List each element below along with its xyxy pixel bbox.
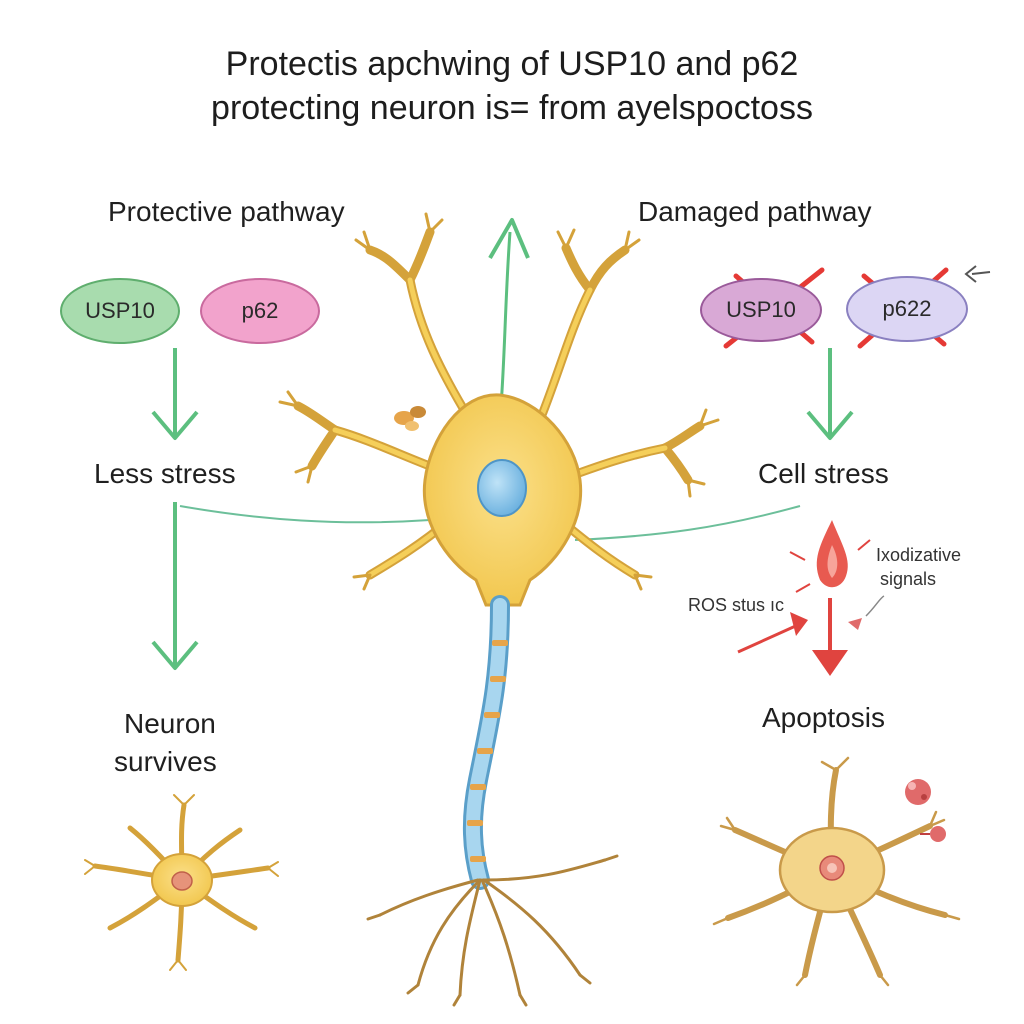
usp10-protective-pill: USP10	[60, 278, 180, 344]
oxidative-flame-icon	[789, 520, 871, 593]
title-line-2: protecting neuron is= from ayelspoctoss	[211, 89, 813, 127]
apoptotic-neuron	[712, 756, 961, 987]
myelin-nodes	[467, 640, 508, 862]
less-stress-label: Less stress	[94, 458, 236, 489]
nucleus	[477, 459, 527, 517]
protein-cluster	[394, 406, 426, 431]
neuron-survives-line-2: survives	[114, 746, 217, 777]
axon-terminal	[366, 854, 619, 1007]
apoptosis-label: Apoptosis	[762, 702, 885, 733]
p62-damaged-pill: p622	[846, 276, 968, 342]
usp10-damaged-pill: USP10	[700, 278, 822, 342]
protective-arrow-2	[151, 502, 199, 670]
ros-arrow-icon	[737, 595, 885, 654]
central-neuron	[179, 212, 801, 1007]
protective-arrow-1	[151, 348, 199, 440]
damaged-arrow-1	[806, 348, 854, 440]
damaged-arrow-2	[812, 598, 848, 676]
axon	[462, 595, 510, 890]
p62-protective-pill: p62	[200, 278, 320, 344]
cell-stress-label: Cell stress	[758, 458, 889, 489]
connector-left	[179, 505, 431, 524]
pointer-arrow-icon	[964, 265, 991, 283]
connector-right	[574, 505, 801, 541]
ros-stress-label: ROS stus ıc	[688, 595, 785, 615]
oxidative-signals-line-1: Ixodizative	[876, 545, 962, 565]
surviving-neuron	[84, 794, 279, 971]
title-line-1: Protectis apchwing of USP10 and p62	[225, 45, 799, 83]
protective-pathway-heading: Protective pathway	[108, 196, 345, 227]
neuron-survives-line-1: Neuron	[124, 708, 216, 739]
upward-arrow	[488, 218, 530, 421]
apoptotic-bodies	[905, 779, 946, 842]
oxidative-signals-line-2: signals	[880, 569, 937, 589]
damaged-pathway-heading: Damaged pathway	[638, 196, 872, 227]
